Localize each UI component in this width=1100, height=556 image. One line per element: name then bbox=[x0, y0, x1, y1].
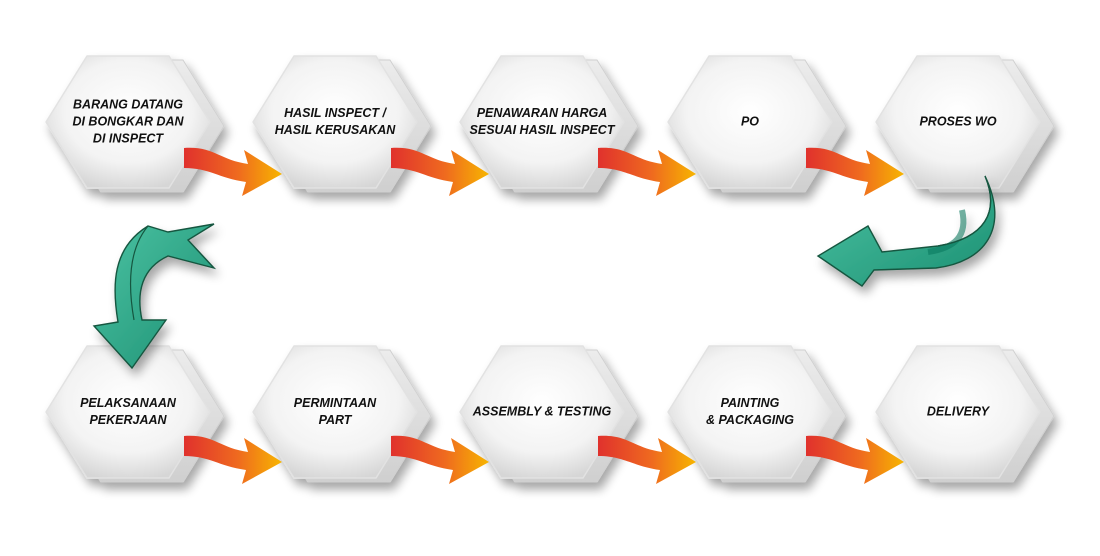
process-step-hexagon bbox=[667, 345, 847, 483]
process-step-hexagon bbox=[252, 55, 432, 193]
connector-arrow bbox=[598, 435, 696, 484]
process-step-hexagon bbox=[667, 55, 847, 193]
process-step-hexagon bbox=[459, 345, 639, 483]
process-step-label: PROSES WO bbox=[919, 114, 997, 129]
process-step-label: PELAKSANAAN PEKERJAAN bbox=[80, 396, 176, 427]
connector-arrow bbox=[598, 147, 696, 196]
process-step-label: HASIL INSPECT / HASIL KERUSAKAN bbox=[274, 106, 396, 137]
connector-arrow bbox=[806, 147, 904, 196]
connector-arrow bbox=[184, 435, 282, 484]
process-step-hexagon bbox=[875, 55, 1055, 193]
process-step-hexagon bbox=[45, 345, 225, 483]
process-step-hexagon bbox=[875, 345, 1055, 483]
turn-arrow-left bbox=[92, 223, 217, 370]
process-step-hexagon bbox=[459, 55, 639, 193]
process-step-label: PAINTING & PACKAGING bbox=[706, 396, 794, 427]
connector-arrow bbox=[184, 147, 282, 196]
turn-arrow-right bbox=[816, 175, 996, 287]
process-step-label: BARANG DATANG DI BONGKAR DAN DI INSPECT bbox=[72, 97, 184, 146]
process-step-hexagon bbox=[252, 345, 432, 483]
connector-arrow bbox=[391, 147, 489, 196]
connector-arrow bbox=[391, 435, 489, 484]
process-step-label: ASSEMBLY & TESTING bbox=[472, 404, 612, 419]
process-step-label: PENAWARAN HARGA SESUAI HASIL INSPECT bbox=[469, 106, 615, 137]
process-step-label: PERMINTAAN PART bbox=[293, 396, 377, 427]
process-step-label: DELIVERY bbox=[926, 404, 990, 419]
process-step-hexagon bbox=[45, 55, 225, 193]
connector-arrow bbox=[806, 435, 904, 484]
process-step-label: PO bbox=[740, 114, 760, 129]
